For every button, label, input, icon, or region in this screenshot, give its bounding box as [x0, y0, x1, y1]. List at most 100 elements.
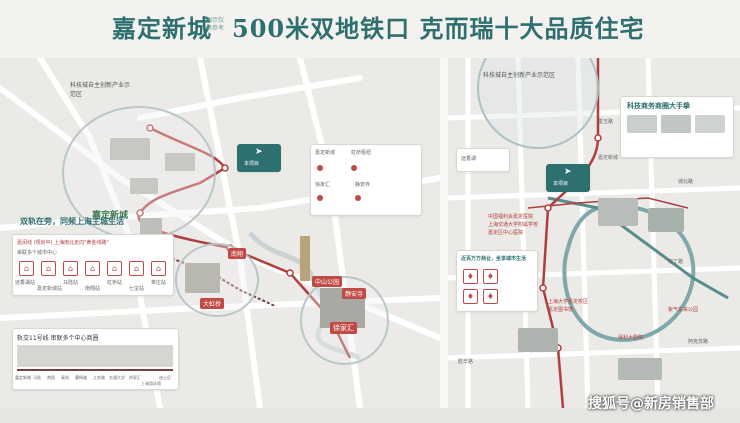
station-name-4: 南翔站	[85, 286, 101, 292]
station-name-5: 虹桥站	[107, 280, 123, 286]
info-card-1-road: 远香湖	[461, 156, 477, 162]
line11-stop-5: 曹杨路	[75, 375, 87, 380]
metro-sub2: 串联多个城市中心	[17, 250, 58, 256]
building-cluster-1	[110, 138, 150, 160]
left-map-panel: 科技城自主创新产业示范区 嘉定新城 本项目 ➤ 嘉定新城 虹桥枢纽 徐家汇 静安…	[0, 58, 440, 408]
business-photo-2	[661, 115, 691, 133]
line11-stop-3: 南翔	[47, 375, 55, 380]
right-photo-4	[618, 358, 662, 380]
building-hub	[140, 218, 162, 236]
station-name-1: 远香湖站	[15, 280, 36, 286]
right-bubble	[477, 58, 599, 149]
road-label-6: 墨玉路	[598, 119, 614, 125]
right-project-label: 本项目	[553, 181, 569, 187]
road-label-2: 城北路	[678, 179, 694, 185]
list-item-6: 保利大剧院	[618, 335, 644, 341]
line11-track	[17, 369, 173, 371]
list-item-3: 嘉定区中心医院	[488, 230, 524, 236]
station-icon-5: ⌂	[107, 261, 122, 276]
station-icon-2: ⌂	[41, 261, 56, 276]
road-label-3: 胜辛路	[458, 359, 474, 365]
building-cluster-3	[130, 178, 158, 194]
life-icon-2: ♦	[483, 269, 498, 284]
banner-right-title: 500米双地铁口 克而瑞十大品质住宅	[232, 14, 645, 43]
metro-info-card: 嘉闵线 (规划中) 上海南北走向"黄金线路" 串联多个城市中心 ⌂ ⌂ ⌂ ⌂ …	[12, 234, 174, 296]
line11-stop-6: 江苏路	[93, 375, 105, 380]
route-dot-3	[317, 195, 323, 201]
list-item-4: 上海大学嘉定校区	[548, 299, 589, 305]
right-photo-2	[648, 208, 684, 232]
line11-stop-4: 真如	[61, 375, 69, 380]
right-project-callout: 本项目 ➤	[546, 164, 590, 192]
banner-tiny-note: 图示仅供参考	[206, 17, 225, 32]
life-title: 近百万方商业，坐享城市生活	[461, 256, 527, 262]
business-photo-3	[695, 115, 725, 133]
building-cluster-4	[185, 263, 220, 293]
route-label-2: 虹桥枢纽	[351, 150, 372, 156]
line11-card: 轨交11号线 串联多个中心商圈 嘉定新城 马陆 南翔 真如 曹杨路 江苏路 交通…	[12, 328, 179, 390]
life-card: 近百万方商业，坐享城市生活 ♦ ♦ ♦ ♦	[456, 250, 538, 312]
list-item-2: 上海交通大学附属学校	[488, 222, 539, 228]
place-jingan: 静安寺	[342, 288, 367, 299]
life-icon-4: ♦	[483, 289, 498, 304]
metro-sub: 嘉闵线 (规划中) 上海南北走向"黄金线路"	[17, 240, 109, 246]
route-dot-2	[351, 165, 357, 171]
right-photo-3	[518, 328, 558, 352]
station-name-2: 嘉定新城站	[37, 286, 63, 292]
bottom-strip	[0, 408, 740, 423]
station-icon-4: ⌂	[85, 261, 100, 276]
list-item-5: 嘉定图书馆	[548, 307, 574, 313]
route-label-3: 徐家汇	[315, 182, 331, 188]
station-icon-1: ⌂	[19, 261, 34, 276]
route-dot-4	[355, 195, 361, 201]
line11-stop-10: 迪士尼	[159, 375, 171, 380]
station-icon-7: ⌂	[151, 261, 166, 276]
place-xujiahui: 徐家汇	[330, 322, 357, 334]
tower-pagoda	[300, 236, 310, 281]
life-icon-1: ♦	[463, 269, 478, 284]
road-label-4: 双丁路	[668, 259, 684, 265]
line11-stop-1: 嘉定新城	[15, 375, 31, 380]
route-panel: 嘉定新城 虹桥枢纽 徐家汇 静安寺	[310, 144, 422, 216]
building-cluster-2	[165, 153, 195, 171]
right-map-roads	[448, 58, 740, 408]
right-district-top: 科技城自主创新产业示范区	[483, 72, 556, 79]
station-name-6: 七宝站	[129, 286, 145, 292]
banner-left-title: 嘉定新城	[112, 14, 212, 43]
station-name-7: 莘庄站	[151, 280, 167, 286]
road-label-1: 嘉定新城	[598, 155, 619, 161]
place-zhongshan: 中山公园	[312, 276, 343, 287]
panel-gap	[440, 58, 448, 423]
business-title: 科技商务商圈大手挚	[627, 102, 690, 110]
line11-skyline	[17, 345, 173, 367]
road-label-5: 阿克苏路	[688, 339, 709, 345]
watermark: 搜狐号@新房销售部	[588, 396, 714, 412]
line11-label: 轨交11号线 串联多个中心商圈	[17, 335, 99, 342]
line11-stop-7: 交通大学	[109, 375, 125, 380]
list-item-1: 中国福利会嘉定医院	[488, 214, 534, 220]
line11-stop-9: 上海游泳馆	[141, 381, 161, 386]
station-icon-6: ⌂	[129, 261, 144, 276]
banner: 嘉定新城 图示仅供参考 500米双地铁口 克而瑞十大品质住宅	[0, 0, 740, 58]
district-top-label: 科技城自主创新产业示范区	[70, 82, 131, 98]
line11-stop-8: 徐家汇	[129, 375, 141, 380]
business-card: 科技商务商圈大手挚	[620, 96, 734, 158]
business-photo-1	[627, 115, 657, 133]
info-card-1: 远香湖	[456, 148, 510, 172]
project-callout-label: 本项目	[244, 161, 260, 167]
life-icon-3: ♦	[463, 289, 478, 304]
right-map-panel: 科技城自主创新产业示范区 科技商务商圈大手挚 本项目 ➤ 远香湖 近百万方商业，…	[448, 58, 740, 408]
place-nanxiang: 南翔	[228, 248, 247, 259]
right-map-svg	[448, 58, 740, 408]
jiading-bubble	[62, 106, 216, 240]
route-dot-1	[317, 165, 323, 171]
station-icon-3: ⌂	[63, 261, 78, 276]
project-callout: 本项目 ➤	[237, 144, 281, 172]
project-arrow-icon: ➤	[255, 147, 263, 157]
right-photo-1	[598, 198, 638, 226]
right-highway	[547, 196, 729, 300]
place-hongqiao: 大虹桥	[200, 298, 225, 309]
route-label-4: 静安寺	[355, 182, 371, 188]
line11-stop-2: 马陆	[33, 375, 41, 380]
metro-badge: 双轨在旁，同频上海主城生活	[20, 217, 124, 226]
